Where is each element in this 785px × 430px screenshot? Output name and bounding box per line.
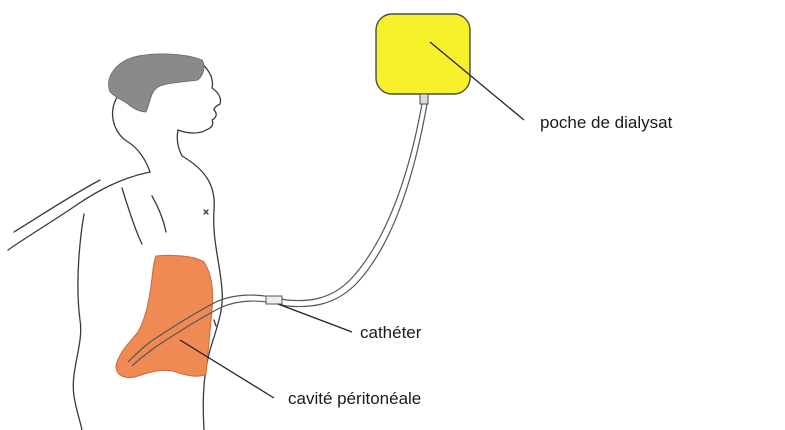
bag-connector (420, 94, 428, 104)
label-catheter: cathéter (360, 323, 422, 342)
hair (109, 54, 204, 112)
dialysis-tube (286, 104, 427, 307)
catheter-clamp (266, 296, 282, 304)
leader-lines (180, 42, 524, 398)
leader-line-catheter (278, 304, 352, 332)
label-peritoneal-cavity: cavité péritonéale (288, 389, 421, 408)
dialysate-bag (376, 14, 470, 94)
label-dialysate-bag: poche de dialysat (540, 113, 673, 132)
